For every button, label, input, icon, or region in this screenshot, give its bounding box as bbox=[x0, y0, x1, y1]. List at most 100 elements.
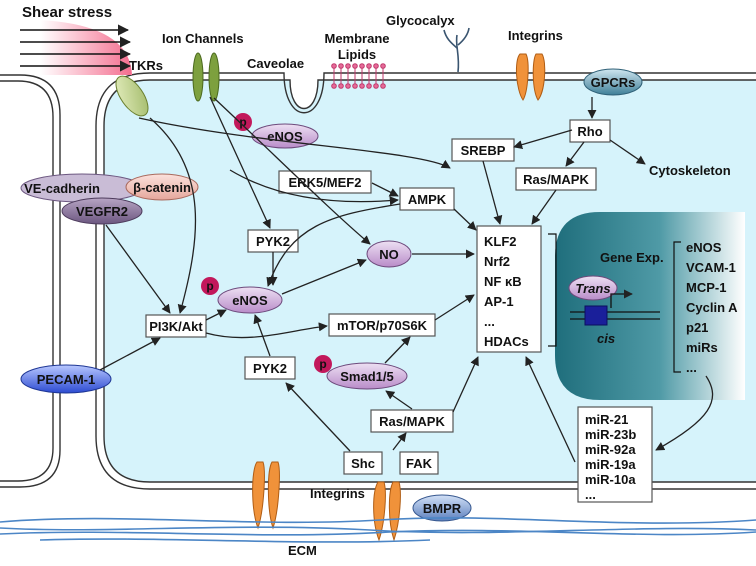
pyk2-bottom-label: PYK2 bbox=[253, 361, 287, 376]
gpcrs bbox=[583, 68, 643, 96]
phospho-label: p bbox=[239, 115, 246, 129]
gene-brackets bbox=[548, 233, 681, 373]
fak-box bbox=[399, 451, 439, 475]
glycocalyx bbox=[443, 27, 470, 73]
integrins-bottom-label: Integrins bbox=[310, 486, 365, 501]
tkr-receptor bbox=[115, 75, 149, 117]
erk5-mef2-label: ERK5/MEF2 bbox=[289, 175, 362, 190]
trans-factor bbox=[568, 275, 618, 301]
target-gene-item: Cyclin A bbox=[686, 300, 738, 315]
mirna-item: miR-23b bbox=[585, 427, 636, 442]
transcription-factor-item: AP-1 bbox=[484, 294, 514, 309]
target-gene-item: miRs bbox=[686, 340, 718, 355]
ecm-fibers bbox=[0, 517, 756, 543]
trans-label: Trans bbox=[575, 281, 610, 296]
pi3k-akt-box bbox=[145, 314, 207, 338]
neighbor-cell bbox=[0, 74, 61, 488]
target-gene-item: p21 bbox=[686, 320, 708, 335]
phospho-label: p bbox=[206, 279, 213, 293]
srebp-label: SREBP bbox=[461, 143, 506, 158]
membrane-lipids bbox=[331, 63, 386, 89]
membrane-lipids-label-2: Lipids bbox=[338, 47, 376, 62]
transcription-factor-item: NF κB bbox=[484, 274, 522, 289]
rho-label: Rho bbox=[577, 124, 602, 139]
target-gene-item: MCP-1 bbox=[686, 280, 726, 295]
phospho-badge-smad bbox=[314, 355, 332, 373]
pyk2-top-label: PYK2 bbox=[256, 234, 290, 249]
pi3k-akt-label: PI3K/Akt bbox=[149, 319, 203, 334]
enos-caveolae bbox=[251, 123, 319, 149]
gpcrs-label: GPCRs bbox=[591, 75, 636, 90]
pyk2-bottom-box bbox=[244, 356, 296, 380]
ras-mapk-bottom-box bbox=[370, 409, 454, 433]
ras-mapk-bottom-label: Ras/MAPK bbox=[379, 414, 445, 429]
smad15 bbox=[326, 362, 408, 390]
transcription-factor-item: Nrf2 bbox=[484, 254, 510, 269]
enos-center-label: eNOS bbox=[232, 293, 268, 308]
enos-center bbox=[217, 286, 283, 314]
vegfr2 bbox=[61, 197, 143, 225]
transcription-factor-item: KLF2 bbox=[484, 234, 517, 249]
mirna-item: miR-21 bbox=[585, 412, 628, 427]
ampk-label: AMPK bbox=[408, 192, 447, 207]
transcription-factor-item: HDACs bbox=[484, 334, 529, 349]
integrins-bottom-right bbox=[373, 481, 401, 542]
mirna-item: miR-10a bbox=[585, 472, 636, 487]
mirna-list: miR-21miR-23bmiR-92amiR-19amiR-10a... bbox=[585, 412, 636, 502]
beta-catenin-label: β-catenin bbox=[133, 180, 191, 195]
ras-mapk-top-label: Ras/MAPK bbox=[523, 172, 589, 187]
ecm-label: ECM bbox=[288, 543, 317, 558]
ion-channels-label: Ion Channels bbox=[162, 31, 244, 46]
cis-element bbox=[584, 305, 608, 326]
shc-label: Shc bbox=[351, 456, 375, 471]
membrane-lipids-label-1: Membrane bbox=[324, 31, 389, 46]
cis-label: cis bbox=[597, 331, 615, 346]
erk5-mef2-box bbox=[278, 170, 372, 194]
glycocalyx-label: Glycocalyx bbox=[386, 13, 455, 28]
tf-box bbox=[476, 225, 542, 353]
integrins-top-label: Integrins bbox=[508, 28, 563, 43]
bmpr-label: BMPR bbox=[423, 501, 462, 516]
pathway-arrows bbox=[99, 96, 714, 463]
integrins-top bbox=[515, 53, 546, 101]
no-molecule bbox=[366, 240, 412, 268]
gene-exp-label: Gene Exp. bbox=[600, 250, 664, 265]
target-gene-item: ... bbox=[686, 360, 697, 375]
ampk-box bbox=[399, 187, 455, 211]
transcription-factor-item: ... bbox=[484, 314, 495, 329]
pecam1-label: PECAM-1 bbox=[37, 372, 96, 387]
mirna-item: ... bbox=[585, 487, 596, 502]
beta-catenin bbox=[125, 173, 199, 201]
target-gene-item: VCAM-1 bbox=[686, 260, 736, 275]
fak-label: FAK bbox=[406, 456, 433, 471]
phospho-badge-caveolae bbox=[234, 113, 252, 131]
shear-wedge bbox=[40, 20, 132, 75]
integrins-bottom-left bbox=[252, 461, 280, 530]
nucleus bbox=[555, 212, 745, 400]
smad-label: Smad1/5 bbox=[340, 369, 393, 384]
shear-stress-label: Shear stress bbox=[22, 4, 112, 21]
ve-cadherin-label: VE-cadherin bbox=[24, 181, 100, 196]
mtor-box bbox=[328, 313, 436, 337]
tkrs-label: TKRs bbox=[129, 58, 163, 73]
shc-box bbox=[343, 451, 383, 475]
shear-stress: Shear stress bbox=[20, 4, 132, 75]
ion-channels bbox=[192, 52, 220, 102]
mirna-item: miR-92a bbox=[585, 442, 636, 457]
phospho-badge-center bbox=[201, 277, 219, 295]
mtor-label: mTOR/p70S6K bbox=[337, 318, 428, 333]
target-gene-item: eNOS bbox=[686, 240, 722, 255]
caveolae-label: Caveolae bbox=[247, 56, 304, 71]
cytoskeleton-label: Cytoskeleton bbox=[649, 163, 731, 178]
shear-arrows bbox=[20, 24, 132, 72]
vegfr2-label: VEGFR2 bbox=[76, 204, 128, 219]
bmpr bbox=[412, 494, 472, 522]
phospho-label: p bbox=[319, 357, 326, 371]
pecam1 bbox=[20, 364, 112, 394]
mirna-item: miR-19a bbox=[585, 457, 636, 472]
no-label: NO bbox=[379, 247, 399, 262]
